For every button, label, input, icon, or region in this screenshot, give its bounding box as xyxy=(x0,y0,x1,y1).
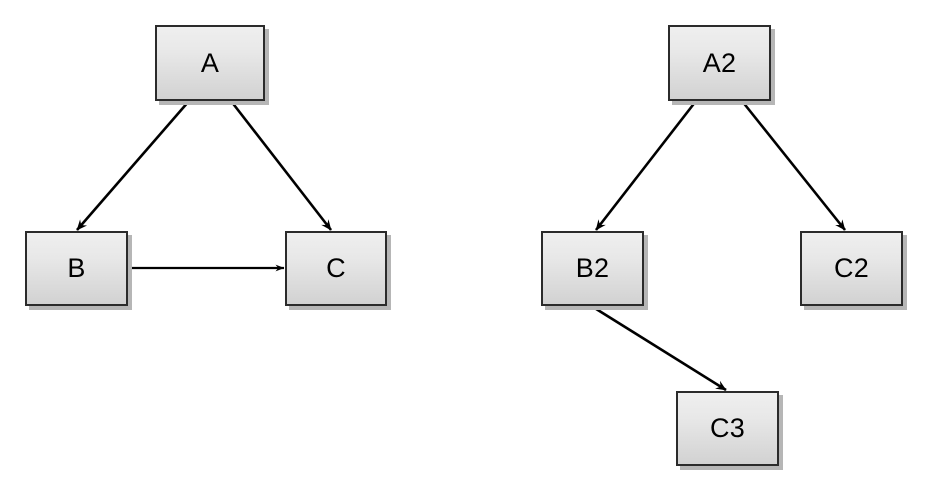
node-a[interactable]: A xyxy=(155,25,265,101)
node-label-c2: C2 xyxy=(834,253,869,283)
node-c3[interactable]: C3 xyxy=(676,391,779,466)
edge-a-to-c xyxy=(229,100,333,231)
edge-a2-to-c2 xyxy=(740,100,847,231)
node-label-b: B xyxy=(67,253,86,283)
edge-b2-to-c3 xyxy=(592,305,727,392)
edge-a2-to-b2 xyxy=(594,100,698,231)
node-label-b2: B2 xyxy=(575,253,610,283)
edge-a-to-b xyxy=(76,100,190,231)
node-b[interactable]: B xyxy=(25,231,128,306)
node-a2[interactable]: A2 xyxy=(668,25,771,101)
node-label-a2: A2 xyxy=(702,47,737,78)
edges-group xyxy=(76,100,847,392)
node-c2[interactable]: C2 xyxy=(800,231,903,306)
node-label-a: A xyxy=(200,47,220,78)
node-label-c3: C3 xyxy=(710,413,745,443)
node-b2[interactable]: B2 xyxy=(541,231,644,306)
node-label-c: C xyxy=(326,253,346,283)
node-c[interactable]: C xyxy=(285,231,387,306)
